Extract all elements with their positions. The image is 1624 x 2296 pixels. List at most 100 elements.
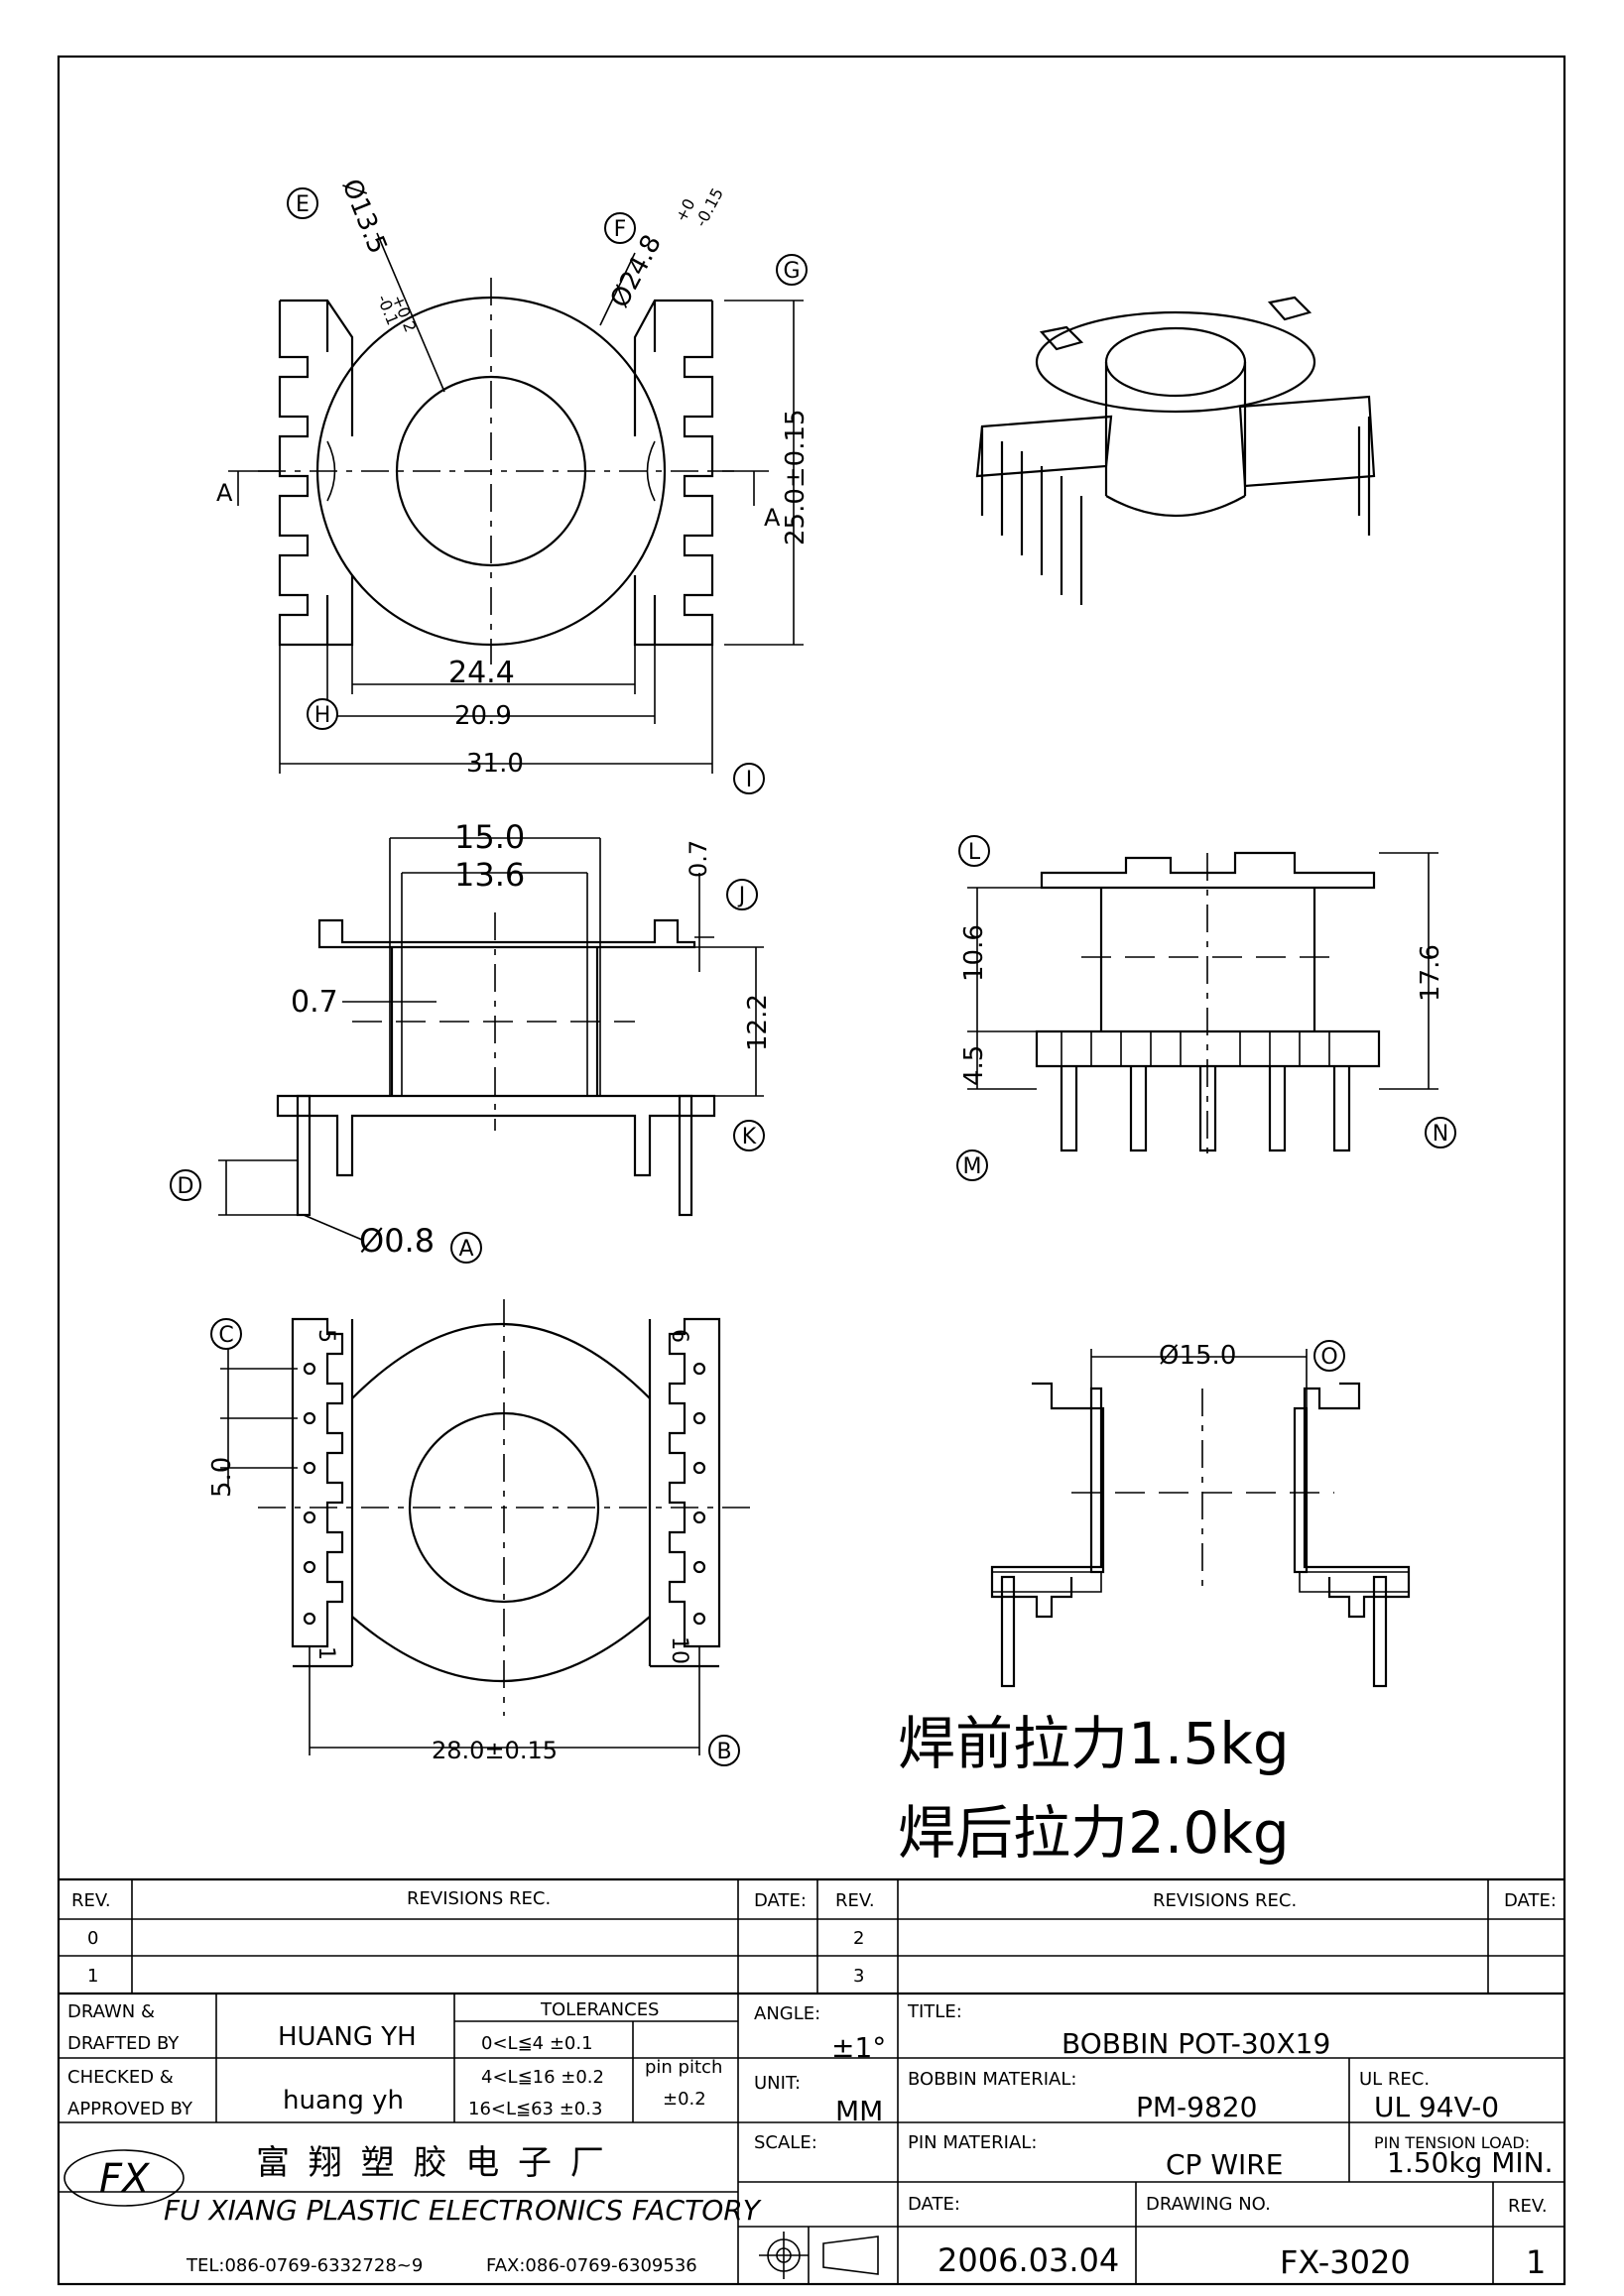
ul-rec-label: UL REC. xyxy=(1359,2069,1430,2090)
title-value: BOBBIN POT-30X19 xyxy=(1062,2027,1330,2060)
date-label: DATE: xyxy=(908,2194,960,2215)
rev-header-2: REV. xyxy=(835,1890,875,1911)
svg-text:O: O xyxy=(1320,1345,1337,1370)
dim-12-2: 12.2 xyxy=(743,994,773,1051)
tolerance-row-3: 16<L≦63 ±0.3 xyxy=(468,2099,602,2119)
svg-text:A: A xyxy=(458,1237,473,1262)
tolerance-row-1: 0<L≦4 ±0.1 xyxy=(481,2033,593,2054)
svg-text:C: C xyxy=(218,1323,233,1348)
pin-label-10: 10 xyxy=(667,1636,691,1664)
checked-label-2: APPROVED BY xyxy=(67,2099,193,2119)
pin-pitch-label: pin pitch xyxy=(645,2057,722,2078)
checked-label-1: CHECKED & xyxy=(67,2067,174,2088)
rev-label: REV. xyxy=(1508,2196,1548,2217)
revisions-header: REVISIONS REC. xyxy=(407,1888,551,1909)
dim-28: 28.0±0.15 xyxy=(432,1737,558,1764)
dim-15-section: Ø15.0 xyxy=(1159,1341,1236,1371)
svg-text:G: G xyxy=(783,259,800,284)
svg-text:L: L xyxy=(968,840,981,865)
title-block-grid xyxy=(59,1877,1564,2284)
company-name-en: FU XIANG PLASTIC ELECTRONICS FACTORY xyxy=(164,2194,762,2227)
unit-value: MM xyxy=(835,2095,883,2127)
svg-text:H: H xyxy=(314,703,331,728)
callout-J: J xyxy=(726,879,758,910)
pin-tension-value: 1.50kg MIN. xyxy=(1387,2146,1554,2179)
rev-row-1: 1 xyxy=(87,1966,98,1987)
callout-L: L xyxy=(958,835,990,867)
company-tel: TEL:086-0769-6332728~9 xyxy=(186,2255,423,2276)
callout-K: K xyxy=(733,1120,765,1151)
svg-text:E: E xyxy=(296,192,310,217)
pin-tension-label: PIN TENSION LOAD: xyxy=(1374,2133,1530,2152)
dim-0-7-vertical: 0.7 xyxy=(685,840,712,878)
dim-31: 31.0 xyxy=(466,749,524,779)
tolerance-row-2: 4<L≦16 ±0.2 xyxy=(481,2067,604,2088)
pin-pitch-value: ±0.2 xyxy=(663,2089,706,2110)
callout-A: A xyxy=(450,1232,482,1264)
rev-header: REV. xyxy=(71,1890,111,1911)
svg-text:B: B xyxy=(716,1740,731,1764)
note-pull-before: 焊前拉力1.5kg xyxy=(898,1710,1290,1777)
company-fax: FAX:086-0769-6309536 xyxy=(486,2255,697,2276)
dim-20-9: 20.9 xyxy=(454,701,512,731)
section-view xyxy=(990,1349,1411,1688)
checked-by-name: huang yh xyxy=(283,2086,404,2115)
rev-value: 1 xyxy=(1526,2243,1546,2281)
isometric-view xyxy=(975,296,1376,605)
dim-e-dia: Ø13.5 xyxy=(336,175,393,258)
angle-value: ±1° xyxy=(831,2031,886,2064)
rev-row-3: 3 xyxy=(853,1966,864,1987)
drawing-no-label: DRAWING NO. xyxy=(1146,2194,1271,2215)
pin-material-label: PIN MATERIAL: xyxy=(908,2132,1037,2153)
rev-row-0: 0 xyxy=(87,1928,98,1949)
company-logo: FX xyxy=(99,2156,151,2202)
svg-text:J: J xyxy=(737,884,746,908)
callout-M: M xyxy=(956,1149,988,1181)
pin-material-value: CP WIRE xyxy=(1166,2148,1283,2181)
callout-O: O xyxy=(1313,1340,1345,1372)
tolerances-header: TOLERANCES xyxy=(540,1999,660,2020)
top-view xyxy=(228,232,804,774)
pin-label-5: 5 xyxy=(313,1329,338,1343)
svg-text:M: M xyxy=(963,1154,982,1179)
svg-text:I: I xyxy=(746,768,753,792)
svg-text:K: K xyxy=(742,1125,757,1149)
section-mark-right: A xyxy=(764,504,781,532)
callout-H: H xyxy=(307,698,338,730)
dim-25: 25.0±0.15 xyxy=(781,409,811,545)
callout-D: D xyxy=(170,1169,201,1201)
dim-24-4: 24.4 xyxy=(448,656,515,690)
dim-0-7-horizontal: 0.7 xyxy=(291,985,338,1020)
title-label: TITLE: xyxy=(907,2001,962,2022)
dim-4-5: 4.5 xyxy=(959,1045,989,1086)
date-header-2: DATE: xyxy=(1504,1890,1557,1911)
drawn-by-name: HUANG YH xyxy=(278,2022,417,2052)
scale-label: SCALE: xyxy=(754,2132,817,2153)
angle-label: ANGLE: xyxy=(754,2003,820,2024)
company-name-cn: 富 翔 塑 胶 电 子 厂 xyxy=(256,2143,608,2183)
dim-pin-dia: Ø0.8 xyxy=(359,1222,435,1260)
sheet-border xyxy=(57,55,1566,2286)
revisions-header-2: REVISIONS REC. xyxy=(1153,1890,1297,1911)
callout-F: F xyxy=(604,212,636,244)
rev-row-2: 2 xyxy=(853,1928,864,1949)
callout-C: C xyxy=(210,1318,242,1350)
date-value: 2006.03.04 xyxy=(937,2241,1119,2279)
unit-label: UNIT: xyxy=(754,2073,801,2094)
callout-N: N xyxy=(1425,1117,1456,1148)
bobbin-material-label: BOBBIN MATERIAL: xyxy=(908,2069,1076,2090)
pin-label-1: 1 xyxy=(313,1646,338,1660)
drawing-no-value: FX-3020 xyxy=(1280,2243,1411,2281)
logo-ellipse-icon xyxy=(63,2149,185,2207)
dim-10-6: 10.6 xyxy=(959,924,989,982)
callout-B: B xyxy=(708,1735,740,1766)
drawn-label-1: DRAWN & xyxy=(67,2001,155,2022)
callout-G: G xyxy=(776,254,808,286)
ul-rec-value: UL 94V-0 xyxy=(1374,2091,1499,2123)
dim-17-6: 17.6 xyxy=(1416,944,1445,1002)
pin-label-6: 6 xyxy=(667,1329,691,1343)
svg-text:F: F xyxy=(614,217,627,242)
bobbin-material-value: PM-9820 xyxy=(1136,2091,1257,2123)
